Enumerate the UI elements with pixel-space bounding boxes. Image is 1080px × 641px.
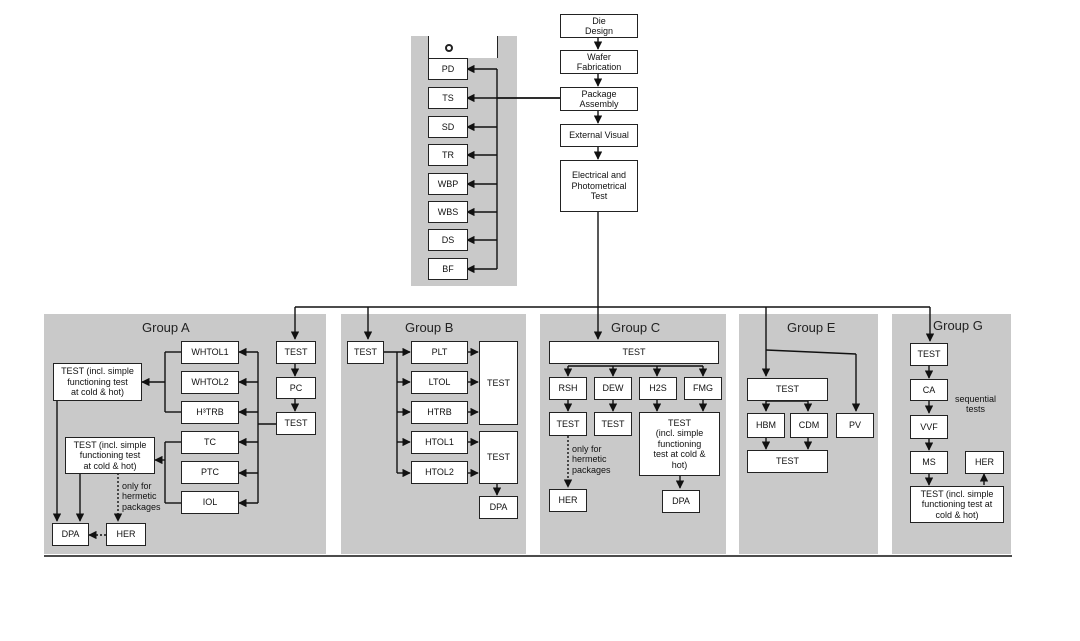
group-c-hermetic-note: only for hermetic packages [572,444,611,475]
wafer-fabrication-box: Wafer Fabrication [560,50,638,74]
electrical-photometrical-test-box: Electrical and Photometrical Test [560,160,638,212]
group-g-test: TEST [910,343,948,366]
group-b-test-lower: TEST [479,431,518,484]
group-a-h3trb: H³TRB [181,401,239,424]
group-e-pv: PV [836,413,874,438]
group-c-rsh: RSH [549,377,587,400]
group-a-test-cold-hot-2: TEST (incl. simple functioning test at c… [65,437,155,474]
group-g-sequential-note: sequential tests [955,394,997,415]
group-a-whtol1: WHTOL1 [181,341,239,364]
tr-box: TR [428,144,468,166]
bf-box: BF [428,258,468,280]
group-a-test-top: TEST [276,341,316,364]
package-assembly-box: Package Assembly [560,87,638,111]
group-c-test: TEST [549,341,719,364]
group-c-test-cold-hot: TEST (incl. simple functioning test at c… [639,412,720,476]
group-g-title: Group G [933,318,983,333]
group-e-test-bottom: TEST [747,450,828,473]
group-b-ltol: LTOL [411,371,468,394]
ds-box: DS [428,229,468,251]
group-b-htol2: HTOL2 [411,461,468,484]
group-e-hbm: HBM [747,413,785,438]
group-g-ca: CA [910,379,948,401]
die-design-box: Die Design [560,14,638,38]
group-a-whtol2: WHTOL2 [181,371,239,394]
group-b-test: TEST [347,341,384,364]
group-b-plt: PLT [411,341,468,364]
ts-box: TS [428,87,468,109]
group-b-htol1: HTOL1 [411,431,468,454]
group-c-h2s: H2S [639,377,677,400]
group-c-title: Group C [611,320,661,335]
wbs-box: WBS [428,201,468,223]
group-c-fmg: FMG [684,377,722,400]
group-g-vvf: VVF [910,415,948,439]
group-a-tc: TC [181,431,239,454]
sd-box: SD [428,116,468,138]
group-b-test-upper: TEST [479,341,518,425]
group-e-test-top: TEST [747,378,828,401]
group-a-hermetic-note: only for hermetic packages [122,481,161,512]
group-a-test-bottom: TEST [276,412,316,435]
group-b-title: Group B [405,320,454,335]
group-a-her: HER [106,523,146,546]
group-g-test-cold-hot: TEST (incl. simple functioning test at c… [910,486,1004,523]
group-a-ptc: PTC [181,461,239,484]
group-c-test-dew: TEST [594,412,632,436]
wbp-box: WBP [428,173,468,195]
group-a-iol: IOL [181,491,239,514]
group-e-title: Group E [787,320,836,335]
group-g-ms: MS [910,451,948,474]
pd-box: PD [428,58,468,80]
circle-icon [445,44,453,52]
group-b-htrb: HTRB [411,401,468,424]
group-b-dpa: DPA [479,496,518,519]
group-c-dpa: DPA [662,490,700,513]
group-a-pc: PC [276,377,316,399]
group-c-test-rsh: TEST [549,412,587,436]
group-a-dpa: DPA [52,523,89,546]
group-a-title: Group A [142,320,190,335]
group-g-her: HER [965,451,1004,474]
external-visual-box: External Visual [560,124,638,147]
group-e-cdm: CDM [790,413,828,438]
group-c-her: HER [549,489,587,512]
group-a-test-cold-hot-1: TEST (incl. simple functioning test at c… [53,363,142,401]
package-tests-header [428,36,498,58]
group-c-dew: DEW [594,377,632,400]
